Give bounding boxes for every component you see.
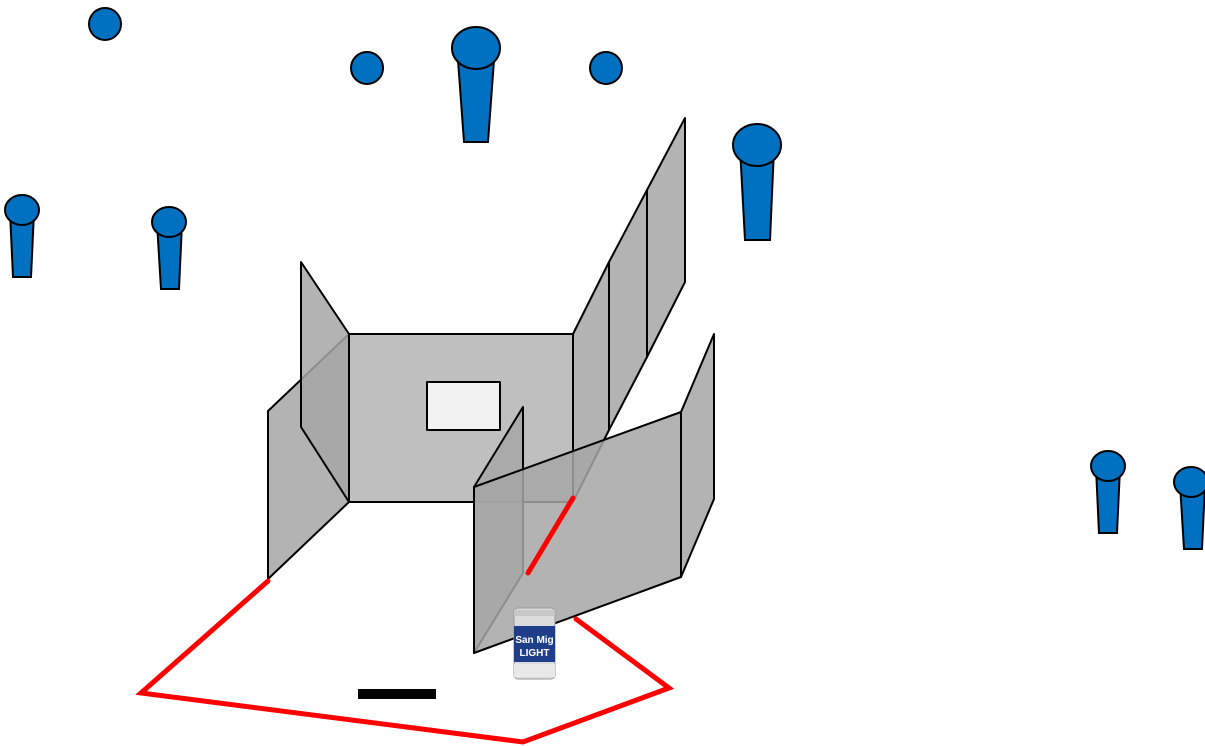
walls-group (267, 117, 715, 654)
boundary-inner-segment (525, 495, 576, 576)
marker-tall-1 (451, 26, 501, 143)
start-bar (358, 689, 436, 699)
right-back-panel-2 (608, 189, 648, 431)
can-variant: LIGHT (520, 648, 550, 659)
beer-can-icon: San Mig LIGHT (513, 607, 556, 680)
marker-small-2 (350, 51, 384, 85)
boundary-outline (135, 578, 675, 745)
marker-tall-2 (732, 123, 782, 241)
front-panel-right-flap (680, 333, 715, 578)
marker-small-1 (88, 7, 122, 41)
left-upper-panel (300, 261, 350, 503)
can-brand: San Mig (515, 635, 553, 646)
marker-mid-1 (4, 194, 40, 278)
right-back-panel-3 (646, 117, 686, 358)
marker-mid-2 (151, 206, 187, 290)
marker-mid-3 (1090, 450, 1126, 534)
marker-small-3 (589, 51, 623, 85)
marker-mid-4 (1173, 466, 1205, 550)
boundary-group (135, 495, 675, 745)
markers-group (4, 7, 1205, 550)
back-wall-window (426, 381, 501, 431)
